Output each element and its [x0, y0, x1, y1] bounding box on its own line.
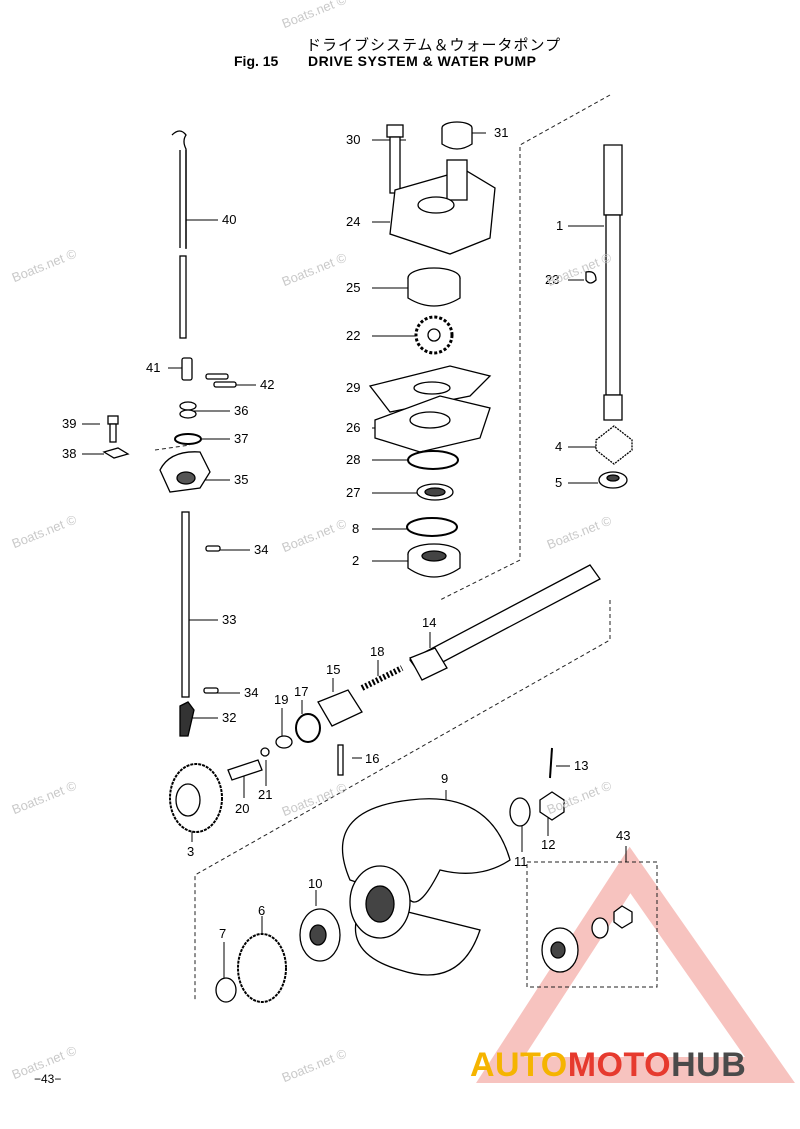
part-label-28[interactable]: 28: [346, 452, 361, 467]
part-label-38[interactable]: 38: [62, 446, 77, 461]
part-label-25[interactable]: 25: [346, 280, 361, 295]
part-label-27[interactable]: 27: [346, 485, 361, 500]
part-label-16[interactable]: 16: [365, 751, 380, 766]
part-label-34-lower[interactable]: 34: [244, 685, 259, 700]
part-label-15[interactable]: 15: [326, 662, 341, 677]
part-label-18[interactable]: 18: [370, 644, 385, 659]
part-label-33[interactable]: 33: [222, 612, 237, 627]
logo-text-moto: MOTO: [567, 1046, 672, 1084]
part-label-3[interactable]: 3: [187, 844, 195, 859]
part-label-42[interactable]: 42: [260, 377, 275, 392]
part-label-40[interactable]: 40: [222, 212, 237, 227]
page-title: DRIVE SYSTEM & WATER PUMP: [308, 53, 537, 69]
part-label-9[interactable]: 9: [441, 771, 449, 786]
part-label-30[interactable]: 30: [346, 132, 361, 147]
part-label-10[interactable]: 10: [308, 876, 323, 891]
part-label-35[interactable]: 35: [234, 472, 249, 487]
part-label-8[interactable]: 8: [352, 521, 360, 536]
part-label-24[interactable]: 24: [346, 214, 361, 229]
page-number: −43−: [34, 1072, 62, 1086]
part-label-32[interactable]: 32: [222, 710, 237, 725]
part-label-12[interactable]: 12: [541, 837, 556, 852]
logo-text-auto: AUTO: [470, 1046, 568, 1084]
part-label-43[interactable]: 43: [616, 828, 631, 843]
part-label-29[interactable]: 29: [346, 380, 361, 395]
part-label-14[interactable]: 14: [422, 615, 437, 630]
part-label-21[interactable]: 21: [258, 787, 273, 802]
automotohub-logo: AUTOMOTOHUB: [470, 1046, 746, 1085]
part-label-36[interactable]: 36: [234, 403, 249, 418]
title-japanese: ドライブシステム＆ウォータポンプ: [306, 37, 562, 54]
part-label-23[interactable]: 23: [545, 272, 560, 287]
part-label-1[interactable]: 1: [556, 218, 564, 233]
logo-text-hub: HUB: [671, 1046, 747, 1084]
part-label-13[interactable]: 13: [574, 758, 589, 773]
part-label-5[interactable]: 5: [555, 475, 563, 490]
part-label-31[interactable]: 31: [494, 125, 509, 140]
part-label-2[interactable]: 2: [352, 553, 360, 568]
part-label-7[interactable]: 7: [219, 926, 227, 941]
part-label-20[interactable]: 20: [235, 801, 250, 816]
part-label-6[interactable]: 6: [258, 903, 266, 918]
figure-label: Fig. 15: [234, 53, 279, 69]
part-label-17[interactable]: 17: [294, 684, 309, 699]
part-label-4[interactable]: 4: [555, 439, 563, 454]
part-label-19[interactable]: 19: [274, 692, 289, 707]
part-label-11[interactable]: 11: [514, 854, 528, 869]
part-label-39[interactable]: 39: [62, 416, 77, 431]
part-label-22[interactable]: 22: [346, 328, 361, 343]
part-label-34-upper[interactable]: 34: [254, 542, 269, 557]
logo-triangle: [476, 846, 795, 1083]
part-label-37[interactable]: 37: [234, 431, 249, 446]
part-label-26[interactable]: 26: [346, 420, 361, 435]
part-label-41[interactable]: 41: [146, 360, 161, 375]
